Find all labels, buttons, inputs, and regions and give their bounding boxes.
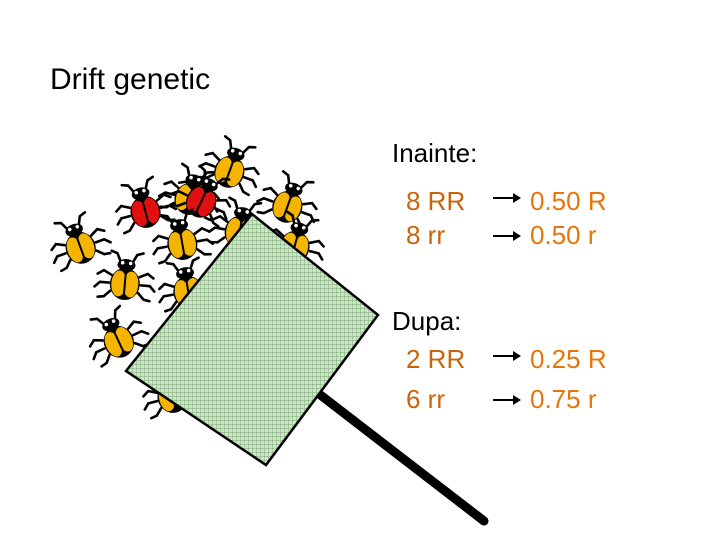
- slide-title: Drift genetic: [50, 63, 211, 96]
- genotype-count: 8 RR: [406, 186, 466, 216]
- beetle-icon: [252, 165, 328, 234]
- right-arrow-icon: [493, 351, 521, 361]
- allele-frequency: 0.75 r: [530, 384, 597, 414]
- fly-swatter-icon: [124, 212, 489, 526]
- genotype-count: 2 RR: [406, 344, 466, 374]
- genotype-count: 6 rr: [406, 384, 445, 414]
- allele-frequency: 0.25 R: [530, 344, 607, 374]
- right-arrow-icon: [493, 231, 521, 241]
- allele-frequency: 0.50 r: [530, 220, 597, 250]
- allele-frequency: 0.50 R: [530, 186, 607, 216]
- before-heading: Inainte:: [392, 138, 478, 168]
- right-arrow-icon: [493, 395, 521, 405]
- right-arrow-icon: [493, 193, 521, 203]
- genotype-count: 8 rr: [406, 220, 445, 250]
- beetle-icon: [92, 248, 159, 304]
- after-heading: Dupa:: [392, 306, 462, 336]
- beetle-icon: [40, 206, 116, 275]
